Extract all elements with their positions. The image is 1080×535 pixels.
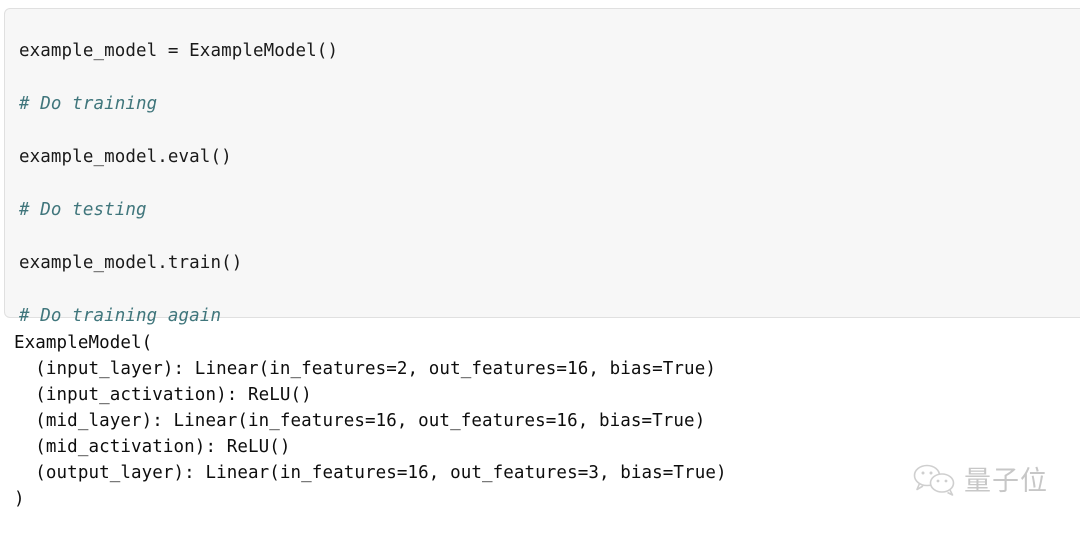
code-line: example_model.train(): [19, 253, 243, 273]
code-line: example_model.eval(): [19, 147, 232, 167]
output-line: (output_layer): Linear(in_features=16, o…: [14, 463, 727, 483]
code-comment-line: # Do training: [19, 94, 158, 114]
output-block: ExampleModel( (input_layer): Linear(in_f…: [14, 330, 1014, 512]
output-line: (mid_layer): Linear(in_features=16, out_…: [14, 411, 706, 431]
output-line: ): [14, 489, 25, 509]
code-line: example_model = ExampleModel(): [19, 41, 339, 61]
output-line: (input_layer): Linear(in_features=2, out…: [14, 359, 716, 379]
output-line: ExampleModel(: [14, 333, 153, 353]
code-comment-line: # Do training again: [19, 306, 222, 326]
output-line: (input_activation): ReLU(): [14, 385, 312, 405]
code-comment-line: # Do testing: [19, 200, 147, 220]
output-line: (mid_activation): ReLU(): [14, 437, 291, 457]
code-block: example_model = ExampleModel() # Do trai…: [4, 8, 1080, 326]
